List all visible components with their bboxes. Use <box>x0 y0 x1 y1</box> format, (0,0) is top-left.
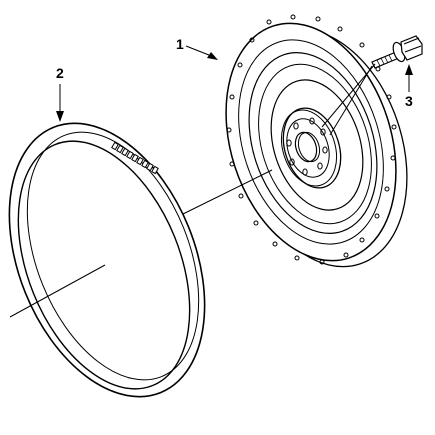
callout-3-label: 3 <box>405 93 413 109</box>
callout-2-arrowhead <box>56 111 64 122</box>
flange-bolt-holes <box>226 14 397 265</box>
callout-1-label: 1 <box>176 36 184 52</box>
centerline <box>9 63 376 318</box>
callout-3: 3 <box>405 64 413 109</box>
callout-2: 2 <box>56 65 64 122</box>
callout-1: 1 <box>176 36 218 60</box>
ring-gear <box>8 122 206 398</box>
capscrew <box>371 35 423 69</box>
hub-bolt-holes <box>286 117 328 176</box>
callout-1-arrowhead <box>207 52 218 60</box>
callout-2-label: 2 <box>56 65 64 81</box>
flywheel <box>225 14 408 268</box>
callout-3-arrowhead <box>405 64 413 75</box>
gear-teeth <box>111 141 159 175</box>
